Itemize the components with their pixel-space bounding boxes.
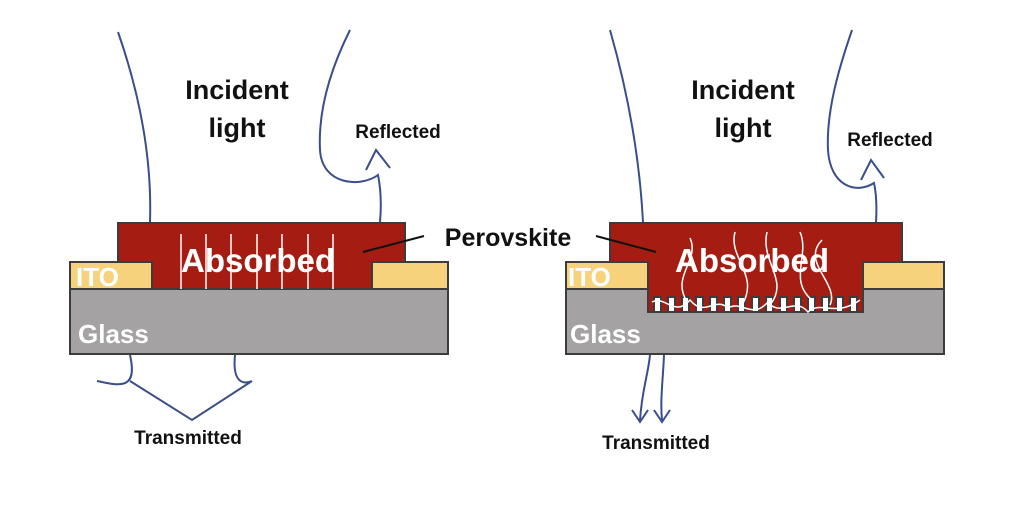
left-transmitted-label: Transmitted [134,428,242,449]
right-transmitted-label: Transmitted [602,433,710,454]
right-absorbed-label: Absorbed [675,242,829,279]
left-panel: Incident light Reflected Absorbed ITO Gl… [69,29,449,449]
right-reflected-label: Reflected [847,130,933,151]
left-absorbed-label: Absorbed [181,242,335,279]
left-reflected-arrowhead [365,148,391,171]
left-glass-layer [69,288,449,355]
perovskite-callout: Perovskite [362,224,657,253]
right-reflected-ray [826,29,878,223]
perovskite-leader-right [595,235,657,253]
right-incident-label-line2: light [715,113,772,143]
left-ito-label: ITO [76,262,119,292]
left-reflected-label: Reflected [355,122,441,143]
right-panel: Incident light Reflected Absorbed ITO Gl… [565,29,945,454]
left-ito-left [69,261,153,290]
right-scattered-rays [651,231,861,314]
right-ito-right [862,261,945,290]
left-absorbed-rays [180,234,334,289]
left-ito-right [371,261,449,290]
right-incident-ray [609,29,644,223]
left-reflected-ray [318,29,382,223]
right-glass-label: Glass [570,319,641,349]
right-transmitted-ray [631,354,671,424]
left-glass-label: Glass [78,319,149,349]
right-reflected-arrowhead [860,158,885,181]
left-incident-label-line2: light [209,113,266,143]
right-incident-label-line1: Incident [691,75,795,105]
perovskite-label: Perovskite [445,224,572,252]
left-transmitted-ray [96,354,253,422]
left-incident-label-line1: Incident [185,75,289,105]
right-ito-label: ITO [568,262,611,292]
perovskite-leader-left [362,235,425,253]
left-incident-ray [117,31,152,223]
